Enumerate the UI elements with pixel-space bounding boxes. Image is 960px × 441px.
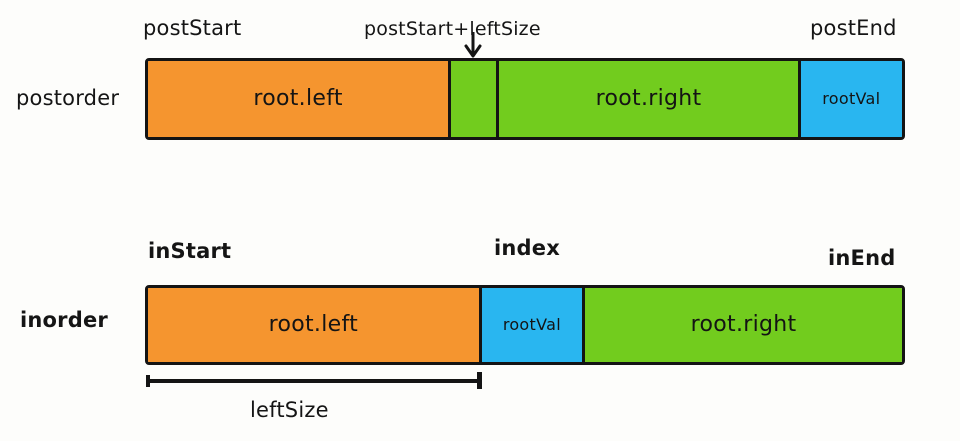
caption-post-start-plus-leftsize: postStart+leftSize — [364, 18, 541, 40]
caption-in-start: inStart — [148, 239, 232, 263]
caption-post-start: postStart — [143, 16, 242, 40]
postorder-segment-root-left: root.left — [148, 61, 449, 137]
caption-leftsize: leftSize — [250, 398, 329, 422]
bracket-line — [146, 379, 482, 383]
leftsize-bracket — [146, 372, 482, 389]
bracket-tick-right — [477, 372, 482, 389]
postorder-segment-rootVal: rootVal — [797, 61, 902, 137]
postorder-row-label: postorder — [16, 86, 120, 110]
down-arrow-icon — [462, 32, 484, 58]
postorder-segment-root-right: root.right — [496, 61, 798, 137]
postorder-bar: root.left root.right rootVal — [145, 58, 905, 140]
inorder-segment-label: rootVal — [502, 315, 561, 334]
postorder-segment-label: rootVal — [822, 89, 881, 108]
postorder-segment-spacer — [448, 61, 497, 137]
caption-index: index — [494, 236, 560, 260]
inorder-segment-root-left: root.left — [148, 288, 479, 362]
caption-post-end: postEnd — [810, 16, 897, 40]
caption-in-end: inEnd — [828, 246, 896, 270]
inorder-segment-label: root.right — [690, 312, 797, 337]
inorder-segment-label: root.left — [268, 312, 359, 337]
postorder-segment-label: root.right — [595, 86, 702, 111]
inorder-row-label: inorder — [20, 308, 108, 332]
inorder-bar: root.left rootVal root.right — [145, 285, 905, 365]
postorder-segment-label: root.left — [253, 86, 343, 111]
inorder-segment-root-right: root.right — [582, 288, 902, 362]
inorder-segment-rootVal: rootVal — [478, 288, 583, 362]
